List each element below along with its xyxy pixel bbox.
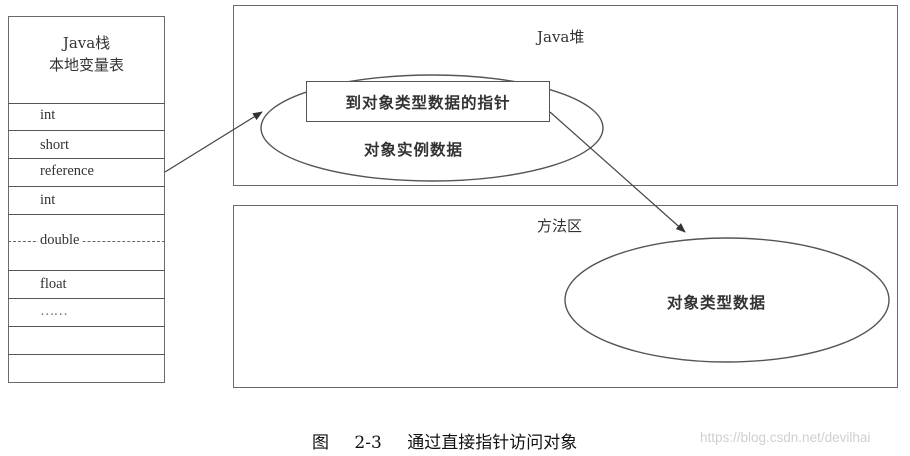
caption-figure: 图 <box>312 433 329 453</box>
slot-float: float <box>40 276 67 292</box>
object-type-ellipse <box>564 237 890 363</box>
reference-arrow <box>164 111 263 173</box>
caption-number: 2-3 <box>354 433 382 453</box>
double-slot-dashed-divider <box>8 241 165 242</box>
method-area-region <box>233 205 898 388</box>
java-heap-label: Java堆 <box>537 28 585 46</box>
type-pointer-arrow <box>549 111 686 233</box>
slot-int-1: int <box>40 107 56 123</box>
slot-int-2: int <box>40 192 56 208</box>
java-stack-title-line1: Java栈 <box>62 34 111 52</box>
java-stack-table <box>8 16 165 383</box>
slot-short: short <box>40 137 69 153</box>
caption-title: 通过直接指针访问对象 <box>407 433 578 453</box>
type-pointer-box: 到对象类型数据的指针 <box>306 81 550 122</box>
type-pointer-label: 到对象类型数据的指针 <box>345 92 511 112</box>
row-divider <box>8 186 165 187</box>
row-divider <box>8 158 165 159</box>
slot-ellipsis: …… <box>40 303 68 319</box>
row-divider <box>8 270 165 271</box>
row-divider <box>8 103 165 104</box>
slot-double: double <box>38 231 82 249</box>
java-stack-title-line2: 本地变量表 <box>48 56 124 74</box>
figure-caption: 图 2-3 通过直接指针访问对象 <box>312 428 597 453</box>
row-divider <box>8 326 165 327</box>
row-divider <box>8 298 165 299</box>
row-divider <box>8 354 165 355</box>
java-stack-title: Java栈 本地变量表 <box>8 32 165 76</box>
method-area-label: 方法区 <box>537 217 583 235</box>
watermark: https://blog.csdn.net/devilhai <box>700 430 871 445</box>
object-instance-ellipse <box>260 74 604 182</box>
java-heap-region <box>233 5 898 186</box>
row-divider <box>8 214 165 215</box>
slot-reference: reference <box>40 163 94 179</box>
row-divider <box>8 130 165 131</box>
instance-data-label: 对象实例数据 <box>364 140 464 159</box>
type-data-label: 对象类型数据 <box>667 293 767 312</box>
